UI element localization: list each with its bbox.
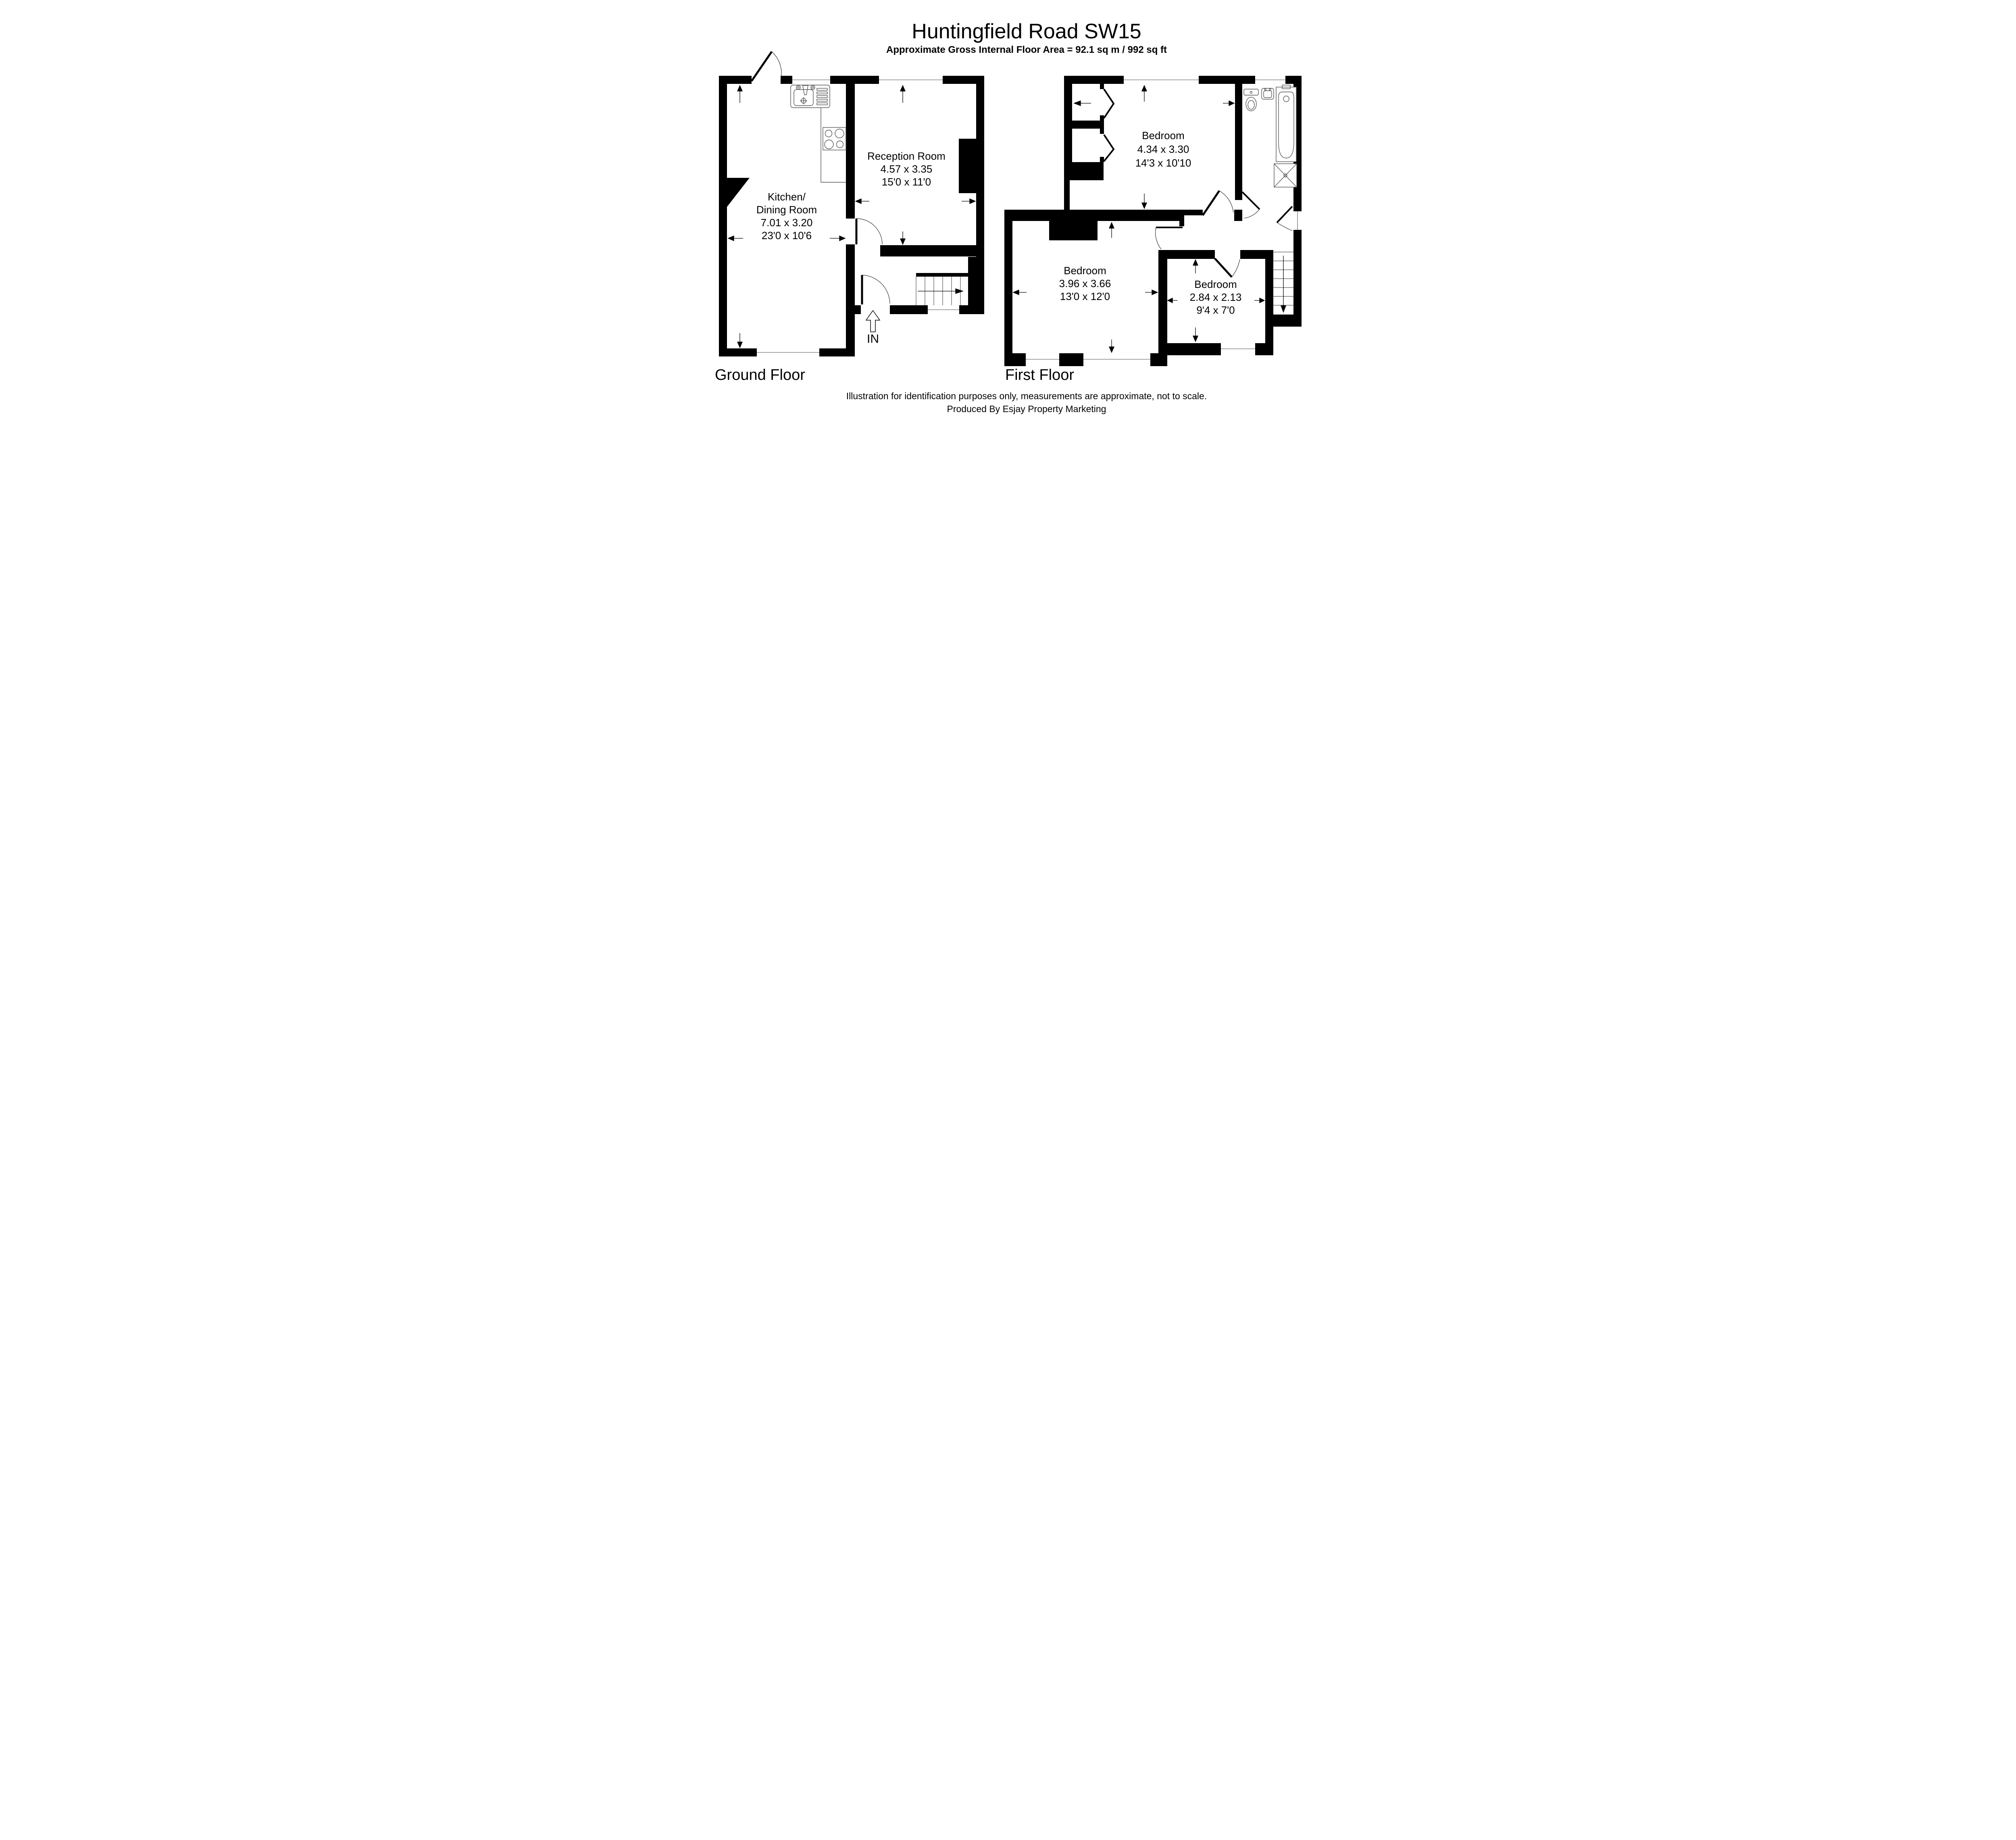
svg-text:Reception Room: Reception Room [867,150,946,162]
bedroom-third-label: Bedroom 2.84 x 2.13 9'4 x 7'0 [1189,278,1241,316]
kitchen-counter-edge [820,108,846,183]
bedroom-second-door [1155,227,1183,250]
ground-floor-plan: IN Kitchen/ Dining Room 7.01 x 3.20 23'0… [719,51,984,356]
svg-text:Bedroom: Bedroom [1064,265,1106,277]
chimney-breast [958,139,976,193]
bathtub-icon [1275,85,1297,162]
kitchen-dining-room-label: Kitchen/ Dining Room 7.01 x 3.20 23'0 x … [756,191,816,242]
bedroom-third-door [1214,258,1240,278]
entrance-arrow-icon [865,310,880,332]
landing-stairs-door [1276,206,1293,231]
first-floor-walls [1004,76,1302,366]
kitchen-sink-icon [790,85,830,108]
bedroom-second-label: Bedroom 3.96 x 3.66 13'0 x 12'0 [1059,265,1111,302]
toilet-icon [1243,89,1259,111]
first-floor-stairs [1273,252,1293,313]
svg-text:14'3 x 10'10: 14'3 x 10'10 [1135,157,1191,169]
basin-icon [1261,88,1274,100]
reception-room-label: Reception Room 4.57 x 3.35 15'0 x 11'0 [867,150,946,188]
hall-window-bottom [927,305,959,314]
svg-text:15'0 x 11'0: 15'0 x 11'0 [881,176,931,188]
ground-floor-walls [719,76,984,356]
floorplan-canvas: Huntingfield Road SW15 Approximate Gross… [715,20,1302,414]
ground-floor-label: Ground Floor [715,367,805,383]
reception-door [855,218,883,245]
landing-window-right [1293,211,1302,230]
svg-text:3.96 x 3.66: 3.96 x 3.66 [1059,277,1111,290]
bathroom-door [1241,191,1260,219]
shower-icon [1273,163,1297,188]
page-subtitle: Approximate Gross Internal Floor Area = … [886,44,1167,55]
svg-text:Kitchen/: Kitchen/ [768,191,806,203]
svg-text:Bedroom: Bedroom [1194,278,1237,290]
hob-icon [822,127,846,150]
bedroom-third-window [1220,343,1255,355]
ground-floor-windows [756,76,959,356]
floorplan-document: Huntingfield Road SW15 Approximate Gross… [696,0,1320,426]
ground-floor-stairs [915,273,969,305]
bedroom-main-label: Bedroom 4.34 x 3.30 14'3 x 10'10 [1135,129,1191,169]
kitchen-window-bottom [756,348,819,356]
footer-credit: Produced By Esjay Property Marketing [947,404,1106,414]
bedroom-main-door [1202,190,1234,216]
left-wall-chamfer [727,178,750,207]
ground-floor-dimension-arrows [727,85,976,348]
kitchen-entry-door [750,51,782,82]
wardrobe-doors-icon [1103,88,1114,162]
bathroom-window-top [1255,76,1285,84]
svg-text:4.34 x 3.30: 4.34 x 3.30 [1137,143,1189,155]
bedroom-second-window-1 [1025,353,1059,366]
bedroom-second-window-2 [1083,353,1150,366]
svg-text:Dining Room: Dining Room [756,204,816,216]
kitchen-window-top [792,76,830,84]
entrance-label: IN [867,332,879,346]
svg-text:13'0 x 12'0: 13'0 x 12'0 [1060,290,1110,302]
svg-text:Bedroom: Bedroom [1142,129,1185,142]
chimney-breast-first-floor [1049,221,1098,240]
first-floor-dimension-arrows [1012,85,1265,353]
svg-text:2.84 x 2.13: 2.84 x 2.13 [1189,291,1241,303]
svg-text:7.01 x 3.20: 7.01 x 3.20 [760,217,812,229]
svg-text:4.57 x 3.35: 4.57 x 3.35 [880,163,932,175]
first-floor-windows [1025,76,1302,366]
first-floor-label: First Floor [1005,367,1074,383]
reception-window-top [879,76,943,84]
entrance-door [861,275,890,304]
svg-text:9'4 x 7'0: 9'4 x 7'0 [1196,304,1235,316]
footer-disclaimer: Illustration for identification purposes… [846,391,1206,401]
first-floor-plan: Bedroom 4.34 x 3.30 14'3 x 10'10 Bedroom… [1004,76,1302,366]
bedroom-main-window-top [1123,76,1199,84]
stairs-down-arrow-icon [1280,256,1286,313]
stairs-up-arrow-icon [917,288,964,294]
page-title: Huntingfield Road SW15 [912,20,1141,43]
svg-text:23'0 x 10'6: 23'0 x 10'6 [761,229,811,242]
